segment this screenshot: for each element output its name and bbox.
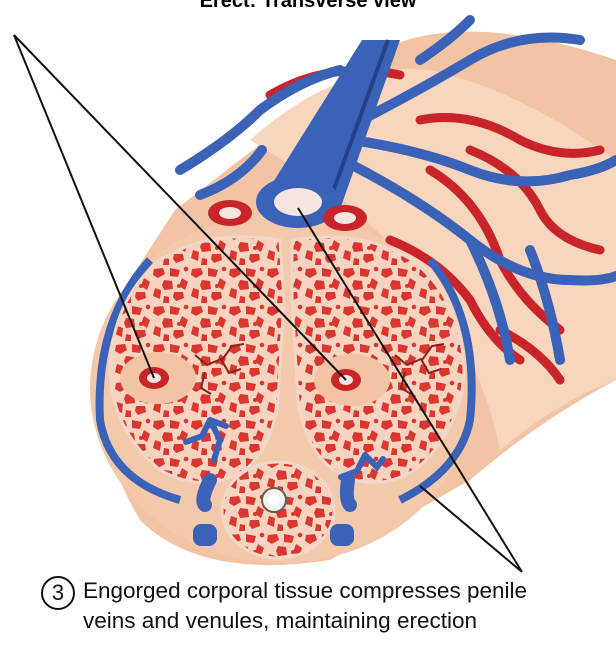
corpus-spongiosum <box>222 462 334 558</box>
step-caption: Engorged corporal tissue compresses peni… <box>83 576 613 636</box>
caption-line-1: Engorged corporal tissue compresses peni… <box>83 576 613 606</box>
caption-line-2: veins and venules, maintaining erection <box>83 606 613 636</box>
step-number-badge: 3 <box>41 576 75 610</box>
